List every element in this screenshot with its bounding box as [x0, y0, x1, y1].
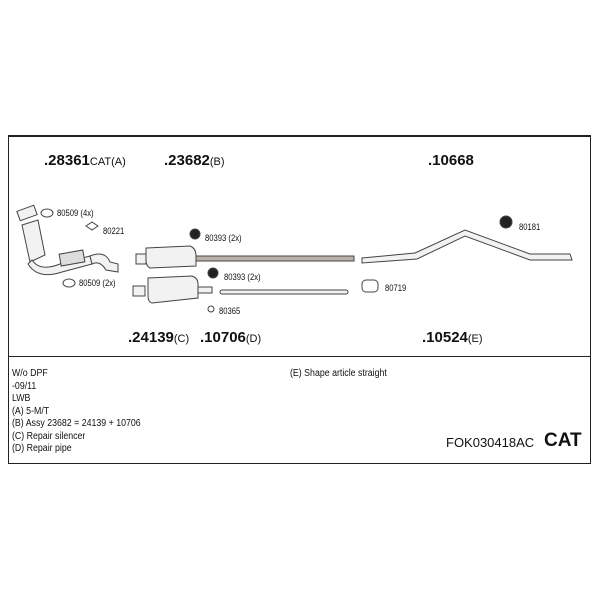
accessory-80365[interactable]: 80365: [219, 306, 241, 316]
catalytic-converter-drawing: [16, 204, 119, 276]
diagram-frame: [8, 135, 591, 464]
accessory-80509-4x[interactable]: 80509 (4x): [57, 208, 94, 218]
clamp-icon: [361, 279, 379, 293]
divider: [8, 356, 591, 357]
part-28361[interactable]: .28361CAT(A): [44, 152, 126, 169]
rubber-mount-icon: [189, 228, 201, 240]
note: LWB: [12, 393, 31, 404]
note: W/o DPF: [12, 368, 48, 379]
rubber-mount-icon: [499, 215, 513, 229]
part-24139[interactable]: .24139(C): [128, 329, 190, 346]
part-10668[interactable]: .10668: [428, 152, 474, 169]
part-10524[interactable]: .10524(E): [422, 329, 483, 346]
accessory-80509-2x[interactable]: 80509 (2x): [79, 278, 116, 288]
accessory-80393-bottom[interactable]: 80393 (2x): [224, 272, 261, 282]
repair-pipe-drawing: [219, 289, 349, 295]
clip-icon: [85, 221, 99, 231]
note: (C) Repair silencer: [12, 430, 86, 442]
part-23682[interactable]: .23682(B): [164, 152, 225, 169]
accessory-80393-top[interactable]: 80393 (2x): [205, 233, 242, 243]
note: (D) Repair pipe: [12, 443, 72, 454]
cat-label: CAT: [544, 430, 582, 451]
part-10706[interactable]: .10706(D): [200, 329, 262, 346]
gasket-icon: [40, 208, 54, 218]
note: (A) 5-M/T: [12, 405, 50, 417]
accessory-80181[interactable]: 80181: [519, 222, 541, 232]
note-e: (E) Shape article straight: [290, 368, 387, 379]
set-code: FOK030418AC: [446, 435, 535, 450]
front-silencer-drawing: [135, 245, 355, 269]
rear-pipe-drawing: [361, 229, 573, 264]
repair-silencer-drawing: [132, 275, 213, 304]
accessory-80719[interactable]: 80719: [385, 283, 407, 293]
notes-list: W/o DPF -09/11 LWB (A) 5-M/T (B) Assy 23…: [12, 368, 141, 456]
rubber-mount-icon: [207, 267, 219, 279]
note: (B) Assy 23682 = 24139 + 10706: [12, 418, 141, 429]
accessory-80221[interactable]: 80221: [103, 226, 125, 236]
note: -09/11: [12, 380, 37, 392]
ring-icon: [207, 305, 215, 313]
gasket-icon: [62, 278, 76, 288]
